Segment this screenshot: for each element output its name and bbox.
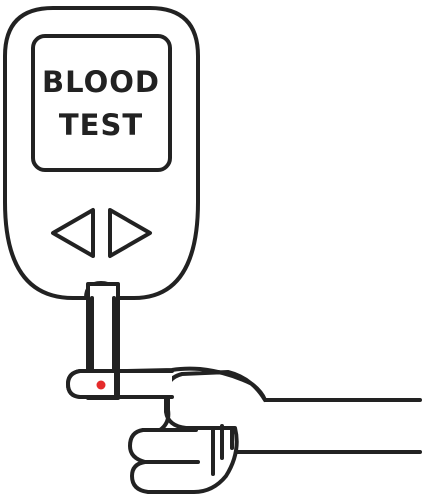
screen-text-blood: BLOOD [42, 65, 160, 99]
screen-text-test: TEST [59, 108, 143, 142]
glucometer-screen [31, 34, 172, 172]
right-arrow-button [108, 208, 152, 258]
left-arrow-button [51, 208, 95, 258]
fingertip [66, 369, 118, 399]
blood-drop [96, 380, 106, 390]
